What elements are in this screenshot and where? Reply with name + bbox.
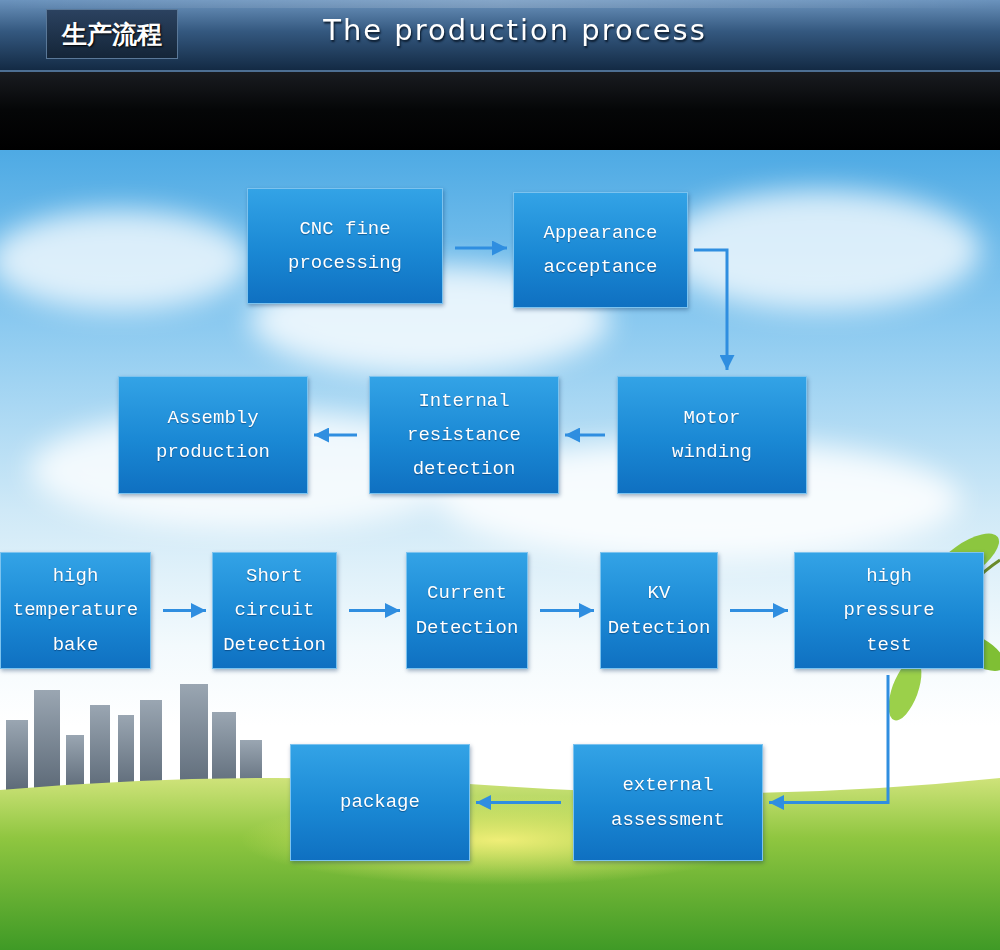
flow-arrow <box>565 434 605 437</box>
process-box: CNC fine processing <box>247 188 443 304</box>
process-label: KV Detection <box>606 576 712 644</box>
process-label: high pressure test <box>829 559 949 662</box>
header-edge <box>0 70 1000 72</box>
process-label: high temperature bake <box>6 559 145 662</box>
flow-arrow <box>769 675 888 803</box>
process-label: external assessment <box>579 768 757 836</box>
header-shadow <box>0 70 1000 150</box>
process-box: Current Detection <box>406 552 528 669</box>
flow-arrow <box>314 434 357 437</box>
process-box: Assembly production <box>118 376 308 494</box>
flow-arrow <box>694 250 727 370</box>
process-box: Internal resistance detection <box>369 376 559 494</box>
process-label: Assembly production <box>124 401 302 469</box>
building <box>180 684 208 790</box>
process-box: Motor winding <box>617 376 807 494</box>
process-label: Internal resistance detection <box>375 384 553 487</box>
process-box: high pressure test <box>794 552 984 669</box>
flow-arrow <box>455 247 507 250</box>
header-sheen <box>0 0 1000 8</box>
process-label: package <box>340 785 420 819</box>
header-band <box>0 0 1000 70</box>
process-box: Short circuit Detection <box>212 552 337 669</box>
process-label: Short circuit Detection <box>218 559 331 662</box>
page-title: The production process <box>210 13 820 47</box>
process-box: Appearance acceptance <box>513 192 688 308</box>
building <box>34 690 60 790</box>
flow-arrow <box>163 609 206 612</box>
flow-arrow <box>476 801 561 804</box>
header-label: 生产流程 <box>46 9 178 59</box>
building <box>118 715 134 790</box>
process-box: high temperature bake <box>0 552 151 669</box>
building <box>90 705 110 790</box>
process-box: package <box>290 744 470 861</box>
building <box>6 720 28 790</box>
flow-arrow <box>540 609 594 612</box>
process-label: Motor winding <box>662 401 762 469</box>
process-label: Appearance acceptance <box>519 216 682 284</box>
flow-arrow <box>730 609 788 612</box>
flow-arrow <box>349 609 400 612</box>
process-label: Current Detection <box>412 576 522 644</box>
building <box>140 700 162 790</box>
city-skyline <box>6 684 262 790</box>
process-label: CNC fine processing <box>253 212 437 280</box>
cloud <box>0 210 250 310</box>
process-box: KV Detection <box>600 552 718 669</box>
building <box>66 735 84 790</box>
clouds <box>0 190 980 560</box>
process-box: external assessment <box>573 744 763 861</box>
